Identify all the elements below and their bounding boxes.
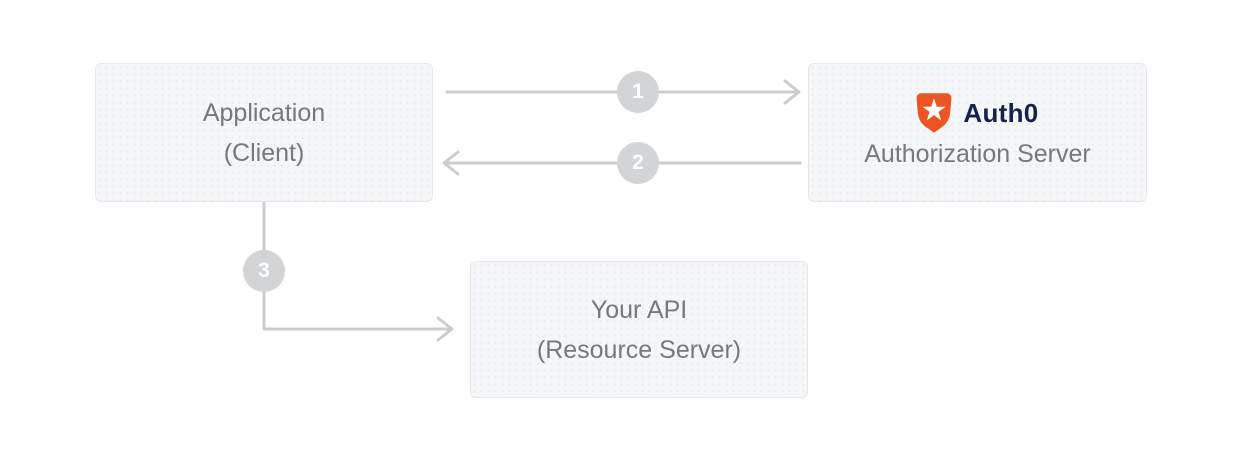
node-application: Application (Client)	[95, 63, 433, 202]
auth0-shield-icon	[916, 92, 952, 133]
authorization-server-label: Authorization Server	[864, 139, 1091, 168]
application-label-line2: (Client)	[223, 138, 305, 167]
application-label-line1: Application	[202, 98, 326, 127]
step-badge-3: 3	[243, 250, 285, 292]
arrow-3-elbow-line	[262, 201, 451, 331]
step-badge-2: 2	[617, 142, 659, 184]
api-label-line1: Your API	[590, 295, 688, 324]
step-badge-1: 1	[617, 71, 659, 113]
auth0-wordmark: Auth0	[963, 97, 1039, 128]
api-label-line2: (Resource Server)	[536, 335, 742, 364]
arrow-2-left-arrowhead-icon	[442, 150, 460, 176]
arrow-step-3	[262, 201, 454, 342]
auth0-logo: Auth0	[916, 92, 1038, 134]
arrow-1-right-arrowhead-icon	[783, 79, 801, 105]
arrow-3-right-arrowhead-icon	[436, 316, 454, 342]
node-your-api: Your API (Resource Server)	[470, 261, 808, 398]
node-authorization-server: Auth0 Authorization Server	[808, 63, 1147, 202]
